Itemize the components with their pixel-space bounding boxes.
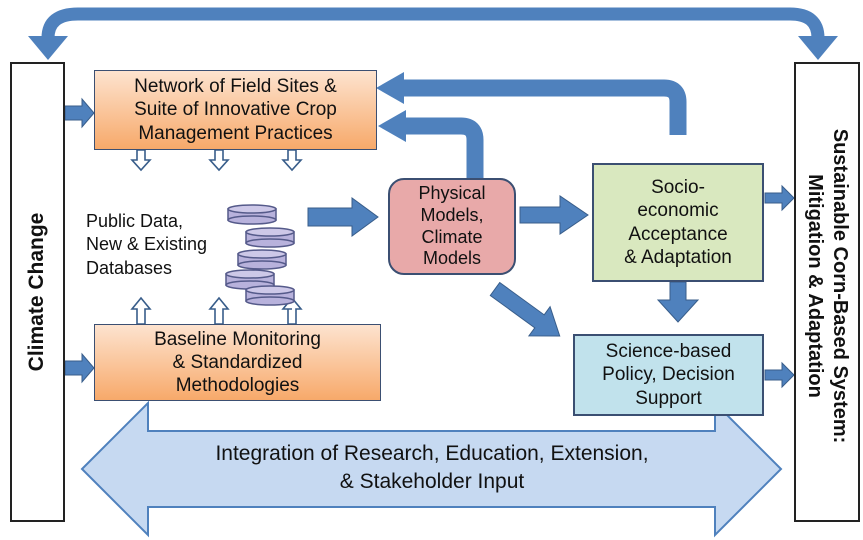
baseline-monitoring-box: Baseline Monitoring & Standardized Metho… (94, 324, 381, 401)
arrow-socio-to-fieldsites-head (376, 72, 404, 104)
up-arrows (130, 296, 303, 325)
field-sites-line-2: Suite of Innovative Crop (134, 99, 337, 121)
databases-label: Public Data, New & Existing Databases (86, 210, 207, 280)
arrow-models-to-socio (519, 195, 589, 235)
top-feedback-arrow (41, 7, 825, 39)
policy-line-2: Policy, Decision (602, 364, 735, 386)
down-arrow-1 (130, 149, 152, 172)
top-arrow-right-head (798, 36, 838, 60)
policy-line-3: Support (635, 387, 702, 409)
models-line-4: Models (422, 248, 482, 269)
arrow-climate-to-baseline (64, 352, 95, 384)
arrow-policy-to-right (764, 361, 795, 389)
integration-label: Integration of Research, Education, Exte… (150, 440, 714, 497)
field-sites-box: Network of Field Sites & Suite of Innova… (94, 70, 377, 150)
sustainable-system-panel (794, 62, 860, 522)
arrow-socio-to-policy (656, 281, 700, 323)
sustainable-system-line-1: Sustainable Corn-Based System: (829, 128, 851, 444)
sustainable-system-label: Sustainable Corn-Based System: Mitigatio… (802, 129, 852, 444)
db-disk-1 (227, 204, 277, 225)
db-disk-5 (245, 285, 295, 306)
models-line-1: Physical (418, 182, 486, 203)
socio-economic-box: Socio- economic Acceptance & Adaptation (592, 163, 764, 282)
integration-line-2: & Stakeholder Input (339, 470, 525, 494)
socio-line-4: & Adaptation (624, 246, 732, 268)
down-arrow-3 (281, 149, 303, 172)
db-disk-2 (245, 227, 295, 248)
science-policy-box: Science-based Policy, Decision Support (573, 334, 764, 416)
integration-band-arrow (80, 400, 783, 538)
arrow-socio-to-fieldsites (402, 79, 687, 135)
climate-change-panel (10, 62, 65, 522)
databases-line-2: New & Existing (86, 234, 208, 255)
socio-line-1: Socio- (651, 177, 705, 199)
physical-climate-models-box: Physical Models, Climate Models (388, 178, 516, 275)
top-arrow-left-head (28, 36, 68, 60)
databases-line-3: Databases (86, 257, 173, 278)
socio-line-2: economic (637, 200, 719, 222)
up-arrow-1 (130, 296, 152, 325)
field-sites-line-3: Management Practices (138, 122, 333, 144)
down-arrows (130, 149, 303, 172)
baseline-line-2: & Standardized (172, 351, 303, 373)
climate-change-label: Climate Change (25, 212, 48, 372)
arrow-data-to-models (307, 197, 379, 237)
database-stack-icon (225, 204, 295, 306)
down-arrow-2 (208, 149, 230, 172)
field-sites-line-1: Network of Field Sites & (134, 76, 337, 98)
arrow-socio-to-right (764, 184, 795, 212)
socio-line-3: Acceptance (628, 223, 728, 245)
models-line-2: Models, (420, 204, 484, 225)
databases-line-1: Public Data, (86, 211, 184, 231)
baseline-line-3: Methodologies (175, 375, 300, 397)
arrow-climate-to-fieldsites (64, 97, 95, 129)
db-disk-3 (237, 249, 287, 270)
integration-line-1: Integration of Research, Education, Exte… (215, 442, 649, 465)
up-arrow-2 (208, 296, 230, 325)
baseline-line-1: Baseline Monitoring (154, 328, 321, 350)
sustainable-system-line-2: Mitigation & Adaptation (804, 174, 826, 398)
arrow-models-to-fieldsites (404, 117, 484, 178)
arrow-models-to-fieldsites-head (378, 110, 406, 142)
policy-line-1: Science-based (605, 341, 732, 363)
models-line-3: Climate (421, 226, 483, 247)
arrow-models-to-policy (489, 281, 561, 337)
